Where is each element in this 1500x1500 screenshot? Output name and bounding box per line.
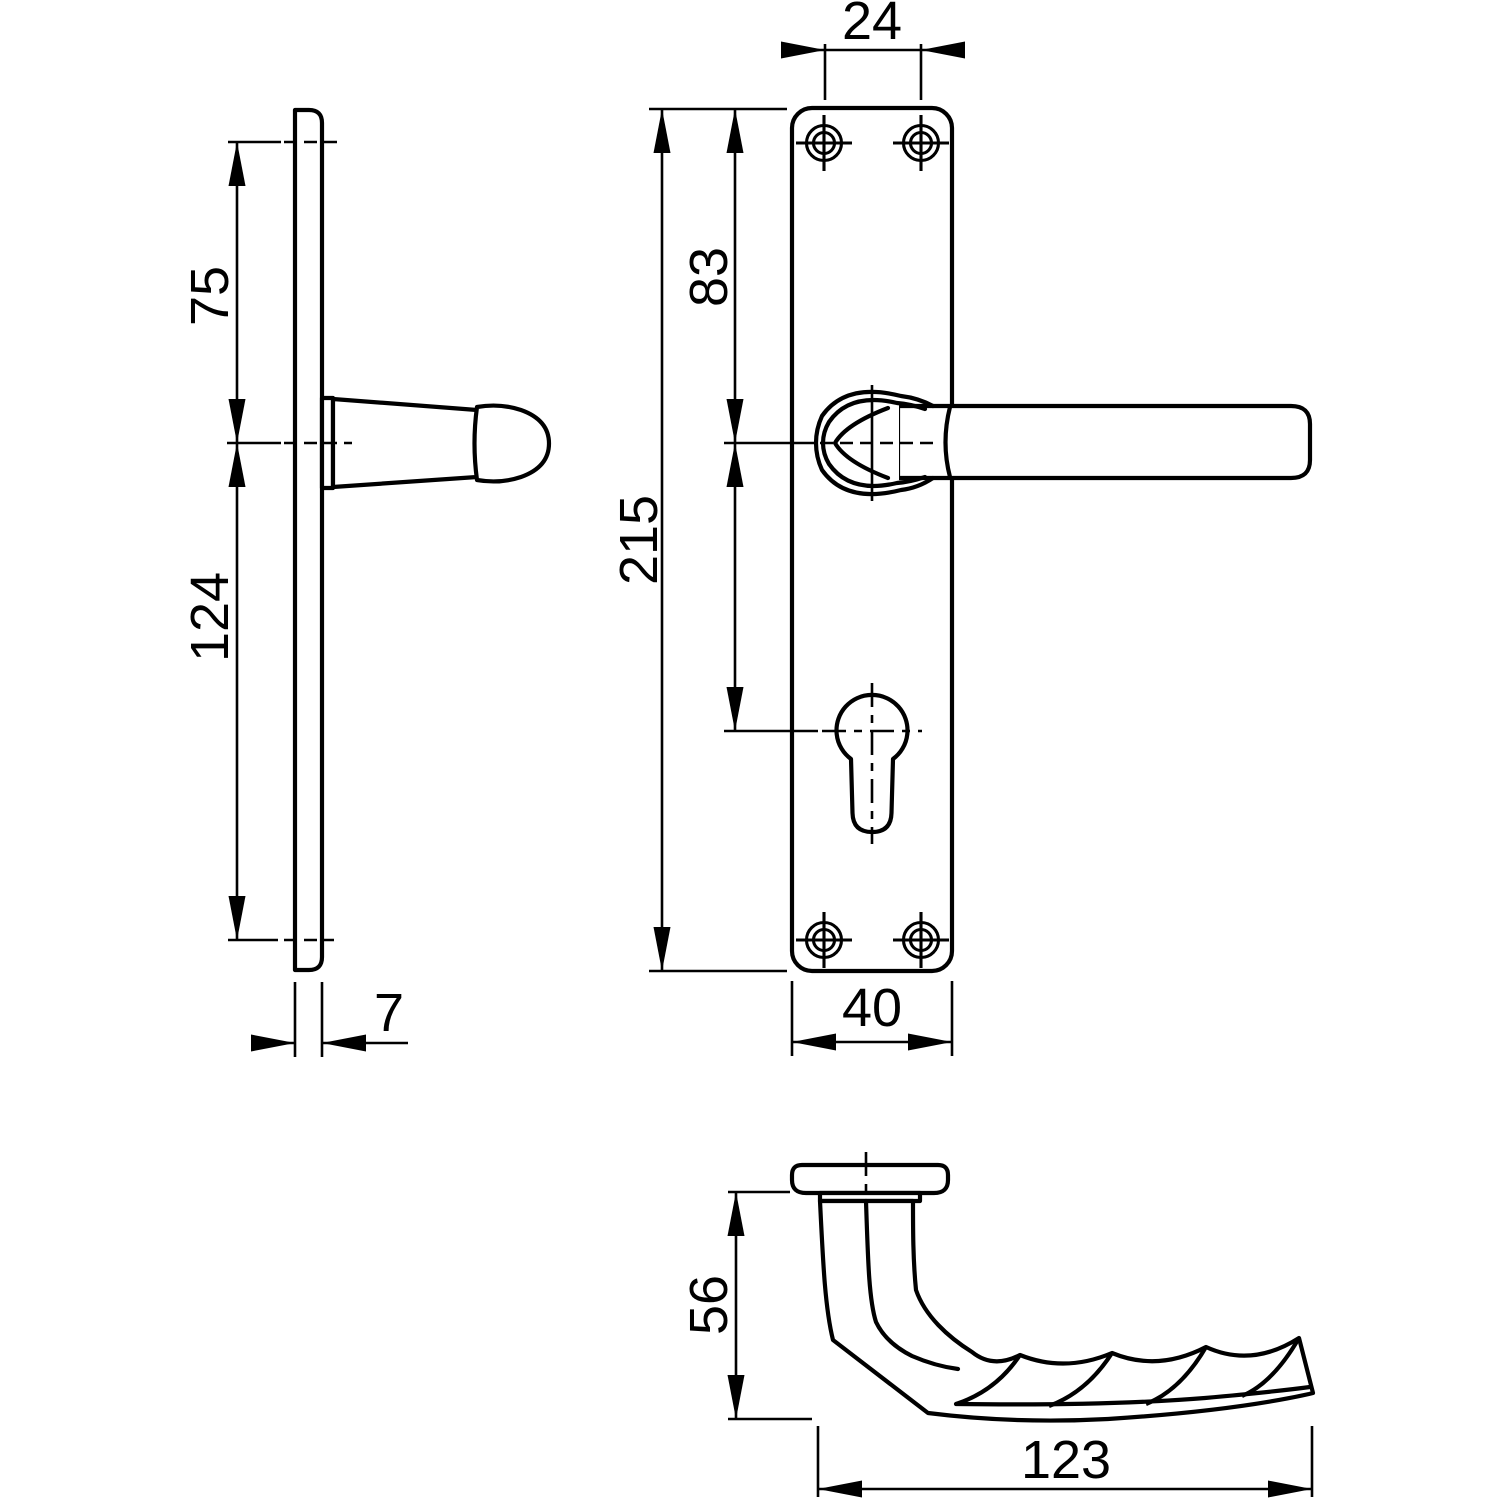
backplate-front	[789, 105, 955, 974]
grip-bottom-edge	[953, 1384, 1313, 1407]
arrowhead	[228, 896, 246, 940]
handle-grip-end	[472, 403, 552, 484]
dim-124-label: 124	[180, 572, 240, 662]
dim-215-label: 215	[609, 495, 669, 585]
screw-hole-top-right	[893, 115, 949, 171]
side-view: 75 124 7	[180, 107, 552, 1057]
arrowhead	[726, 109, 744, 153]
arrowhead	[726, 687, 744, 731]
lever-grip	[895, 403, 1313, 481]
grip-scallop-line	[955, 1353, 1022, 1406]
dim-123-label: 123	[1021, 1430, 1111, 1490]
handle-neck-grip	[817, 1198, 1316, 1423]
handle-rose-fill	[816, 391, 899, 495]
backplate-side	[292, 107, 325, 973]
front-view: 24 215 83 40	[609, 0, 1313, 1056]
handle-profile-view: 56 123	[679, 1152, 1316, 1498]
dim-75-label: 75	[180, 266, 240, 326]
arrowhead	[921, 41, 965, 59]
handle-rose-notch	[832, 405, 891, 481]
arrowhead	[228, 443, 246, 487]
plate-edge	[789, 1162, 951, 1196]
arrowhead	[653, 109, 671, 153]
dim-40-label: 40	[842, 978, 902, 1038]
handle-neck-side	[330, 396, 480, 490]
arrowhead	[1268, 1480, 1312, 1498]
neck-inner-edge	[863, 1198, 961, 1372]
dim-56-label: 56	[679, 1275, 739, 1335]
arrowhead	[228, 142, 246, 186]
screw-hole-bottom-right	[893, 912, 949, 968]
dim-83-label: 83	[679, 247, 739, 307]
screw-hole-bottom-left	[796, 912, 852, 968]
arrowhead	[228, 399, 246, 443]
dim-24-label: 24	[842, 0, 902, 51]
arrowhead	[818, 1480, 862, 1498]
arrowhead	[727, 1192, 745, 1236]
arrowhead	[726, 399, 744, 443]
arrowhead	[726, 443, 744, 487]
arrowhead	[322, 1034, 366, 1052]
arrowhead	[653, 927, 671, 971]
arrowhead	[781, 41, 825, 59]
screw-hole-top-left	[796, 115, 852, 171]
arrowhead	[908, 1033, 952, 1051]
handle-rose-outer	[813, 389, 936, 497]
arrowhead	[251, 1034, 295, 1052]
arrowhead	[727, 1375, 745, 1419]
grip-seam	[943, 404, 953, 480]
dim-7-label: 7	[374, 983, 404, 1043]
arrowhead	[792, 1033, 836, 1051]
